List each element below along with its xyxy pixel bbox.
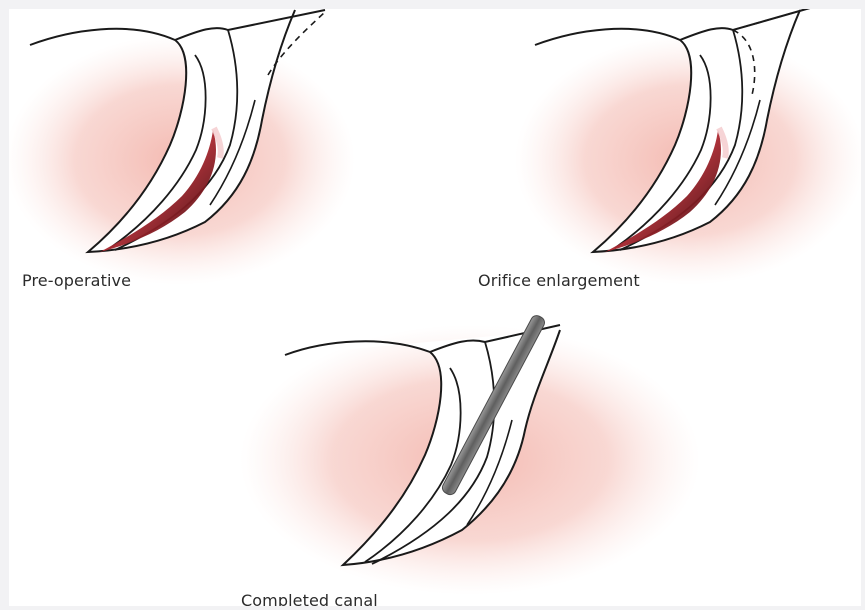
caption-pre-operative: Pre-operative — [22, 271, 131, 290]
caption-completed-canal: Completed canal — [241, 591, 378, 610]
caption-orifice-enlargement: Orifice enlargement — [478, 271, 640, 290]
